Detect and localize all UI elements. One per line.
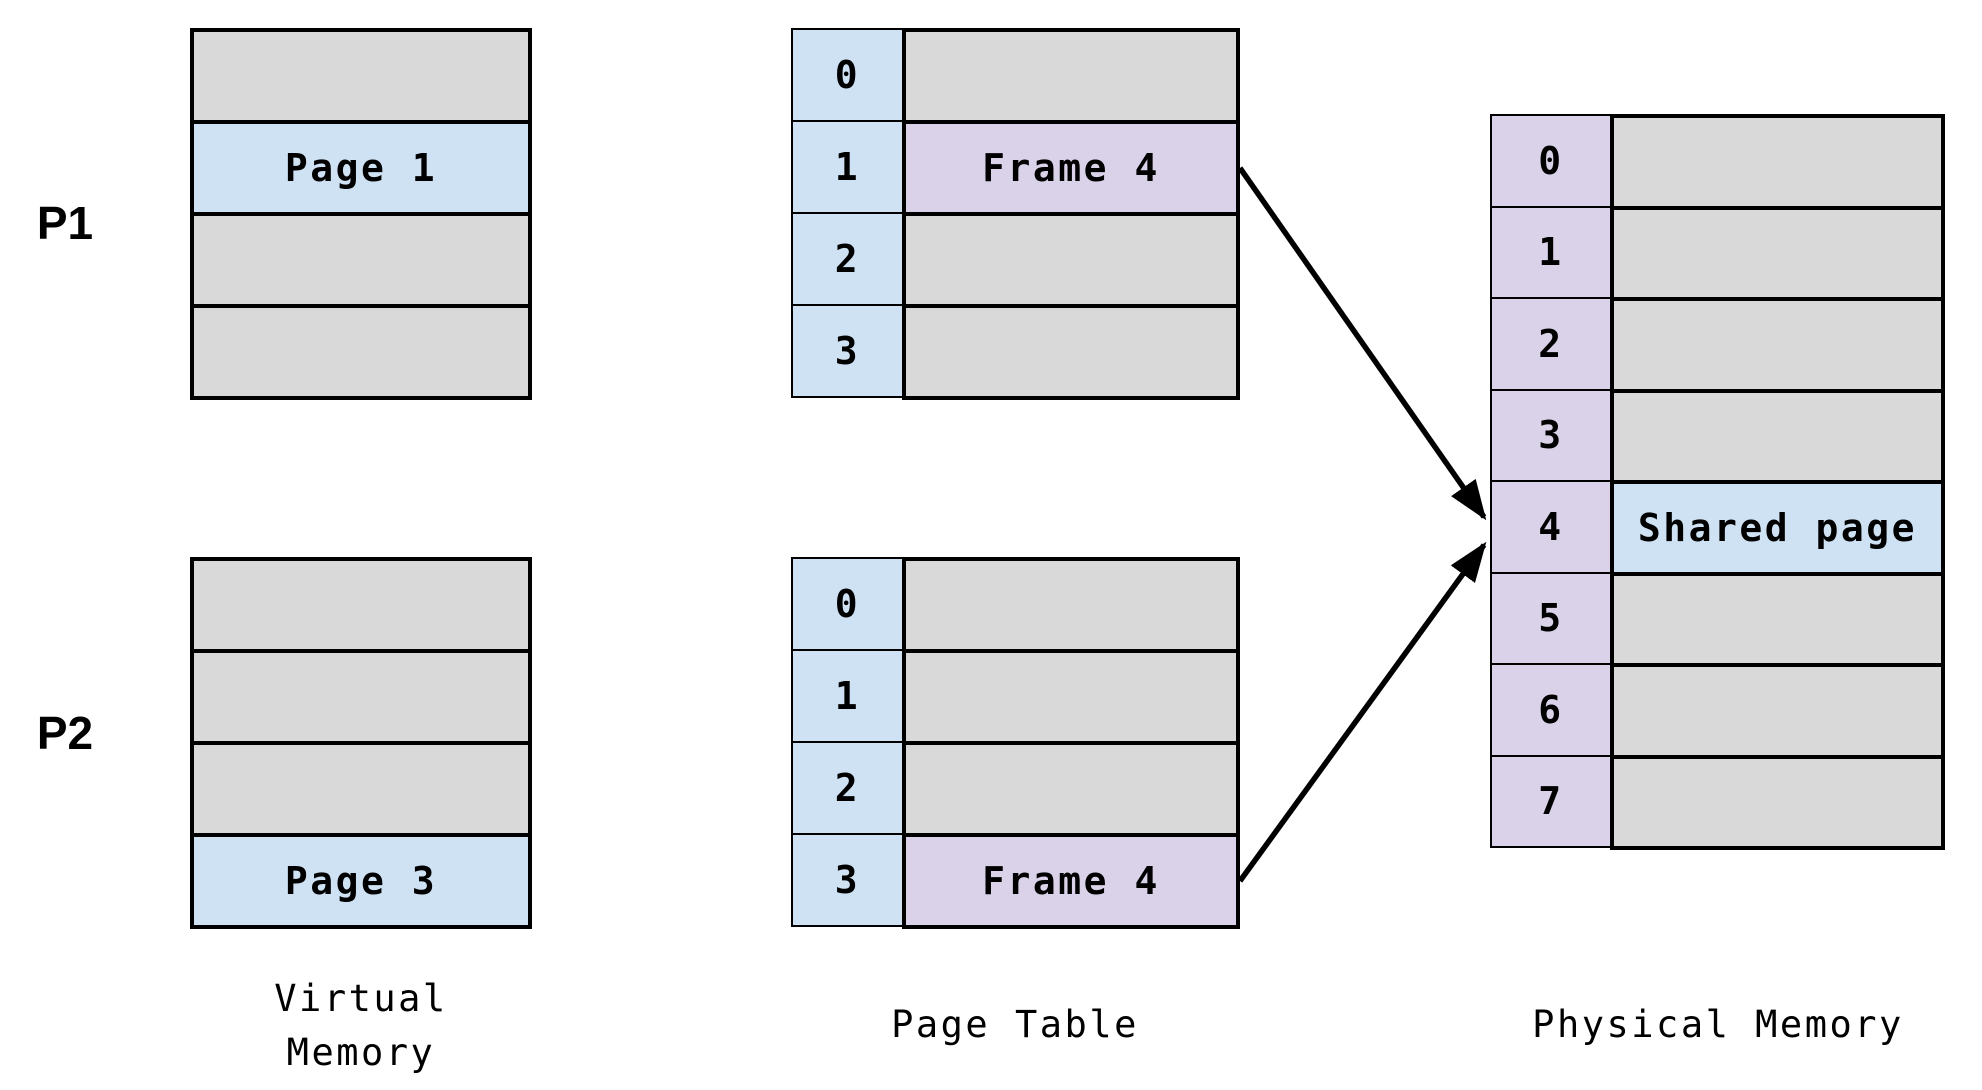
pm-index-5: 5 bbox=[1490, 571, 1612, 665]
p2-pt-row-2 bbox=[902, 741, 1240, 837]
p1-pt-index-2: 2 bbox=[791, 212, 904, 306]
p1-virtual-memory-table: Page 1 bbox=[190, 28, 532, 400]
p1-page-table-index-column: 0 1 2 3 bbox=[791, 28, 904, 398]
pm-index-1: 1 bbox=[1490, 205, 1612, 299]
pm-row-2 bbox=[1610, 297, 1945, 393]
p1-pt-index-1: 1 bbox=[791, 120, 904, 214]
p1-pt-row-2 bbox=[902, 212, 1240, 308]
p1-pt-row-3 bbox=[902, 304, 1240, 400]
p2-vm-row-2 bbox=[190, 741, 532, 837]
caption-virtual-memory-line1: Virtual bbox=[274, 977, 448, 1020]
p1-pt-row-0 bbox=[902, 28, 1240, 124]
p2-page-table-index-column: 0 1 2 3 bbox=[791, 557, 904, 927]
p2-page-table-data-column: Frame 4 bbox=[902, 557, 1240, 929]
pm-row-3 bbox=[1610, 388, 1945, 484]
p2-pt-row-3-frame-4: Frame 4 bbox=[902, 833, 1240, 929]
p1-pt-index-0: 0 bbox=[791, 28, 904, 122]
pm-index-4: 4 bbox=[1490, 480, 1612, 574]
p2-vm-row-0 bbox=[190, 557, 532, 653]
pm-row-4-shared-page: Shared page bbox=[1610, 480, 1945, 576]
caption-virtual-memory: Virtual Memory bbox=[190, 972, 532, 1080]
p2-vm-row-1 bbox=[190, 649, 532, 745]
caption-virtual-memory-line2: Memory bbox=[286, 1031, 436, 1074]
process-label-p1: P1 bbox=[36, 197, 94, 249]
pm-row-0 bbox=[1610, 114, 1945, 210]
pm-row-1 bbox=[1610, 205, 1945, 301]
pm-index-3: 3 bbox=[1490, 388, 1612, 482]
p1-pt-index-3: 3 bbox=[791, 304, 904, 398]
pm-row-7 bbox=[1610, 754, 1945, 850]
p1-vm-row-3 bbox=[190, 304, 532, 400]
p2-pt-index-3: 3 bbox=[791, 833, 904, 927]
p2-vm-row-3-page-3: Page 3 bbox=[190, 833, 532, 929]
pm-index-6: 6 bbox=[1490, 663, 1612, 757]
p1-page-table-data-column: Frame 4 bbox=[902, 28, 1240, 400]
p1-vm-row-0 bbox=[190, 28, 532, 124]
p2-pt-row-1 bbox=[902, 649, 1240, 745]
pm-row-6 bbox=[1610, 663, 1945, 759]
pm-index-2: 2 bbox=[1490, 297, 1612, 391]
p2-pt-index-0: 0 bbox=[791, 557, 904, 651]
pm-index-7: 7 bbox=[1490, 754, 1612, 848]
p2-virtual-memory-table: Page 3 bbox=[190, 557, 532, 929]
pm-row-5 bbox=[1610, 571, 1945, 667]
process-label-p2: P2 bbox=[36, 707, 94, 759]
pm-index-0: 0 bbox=[1490, 114, 1612, 208]
physical-memory-data-column: Shared page bbox=[1610, 114, 1945, 850]
p1-pt-row-1-frame-4: Frame 4 bbox=[902, 120, 1240, 216]
arrow-p1-frame4-to-physical-frame4 bbox=[1237, 166, 1487, 521]
p2-pt-index-2: 2 bbox=[791, 741, 904, 835]
p2-pt-row-0 bbox=[902, 557, 1240, 653]
p1-vm-row-1-page-1: Page 1 bbox=[190, 120, 532, 216]
caption-physical-memory: Physical Memory bbox=[1532, 1003, 1904, 1046]
caption-page-table: Page Table bbox=[891, 1003, 1139, 1046]
p1-vm-row-2 bbox=[190, 212, 532, 308]
physical-memory-index-column: 0 1 2 3 4 5 6 7 bbox=[1490, 114, 1612, 848]
arrow-p2-frame4-to-physical-frame4 bbox=[1237, 541, 1487, 883]
p2-pt-index-1: 1 bbox=[791, 649, 904, 743]
